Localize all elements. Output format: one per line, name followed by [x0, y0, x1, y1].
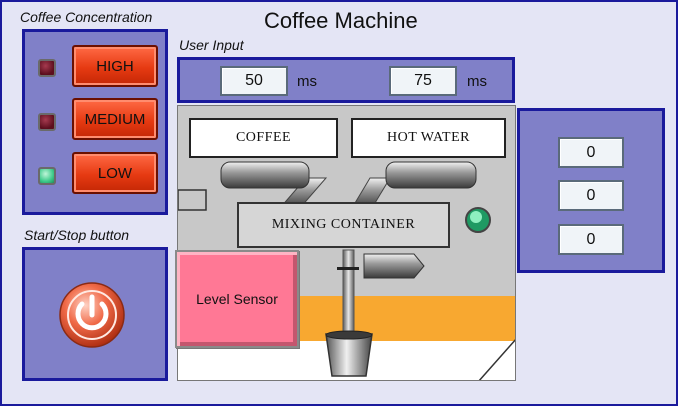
medium-button-label: MEDIUM	[84, 110, 146, 128]
medium-indicator-led	[38, 113, 56, 131]
coffee-time-input[interactable]: 50	[220, 66, 288, 96]
output-panel: 0 0 0	[517, 108, 665, 273]
user-input-label: User Input	[179, 37, 244, 53]
start-stop-label: Start/Stop button	[24, 227, 130, 243]
high-indicator-led	[38, 59, 56, 77]
power-icon	[59, 282, 125, 348]
low-button[interactable]: LOW	[72, 152, 158, 194]
output-display-2: 0	[558, 180, 624, 211]
low-indicator-led	[38, 167, 56, 185]
high-button-label: HIGH	[96, 57, 134, 75]
high-button[interactable]: HIGH	[72, 45, 158, 87]
hot-water-label: HOT WATER	[351, 118, 506, 158]
coffee-label: COFFEE	[189, 118, 338, 158]
level-sensor-label: Level Sensor	[196, 291, 278, 307]
concentration-panel: HIGH MEDIUM LOW	[22, 29, 168, 215]
medium-button[interactable]: MEDIUM	[72, 98, 158, 140]
start-stop-button[interactable]	[58, 282, 126, 348]
page-title: Coffee Machine	[264, 8, 418, 33]
water-time-input[interactable]: 75	[389, 66, 457, 96]
coffee-time-unit: ms	[297, 73, 317, 90]
low-button-label: LOW	[97, 164, 133, 182]
output-display-1: 0	[558, 137, 624, 168]
start-stop-panel	[22, 247, 168, 381]
user-input-panel: 50 ms 75 ms	[177, 57, 515, 103]
concentration-label: Coffee Concentration	[20, 9, 153, 25]
level-sensor-button[interactable]: Level Sensor	[175, 250, 299, 348]
water-time-unit: ms	[467, 73, 487, 90]
output-display-3: 0	[558, 224, 624, 255]
mixing-container-label: MIXING CONTAINER	[237, 202, 450, 248]
